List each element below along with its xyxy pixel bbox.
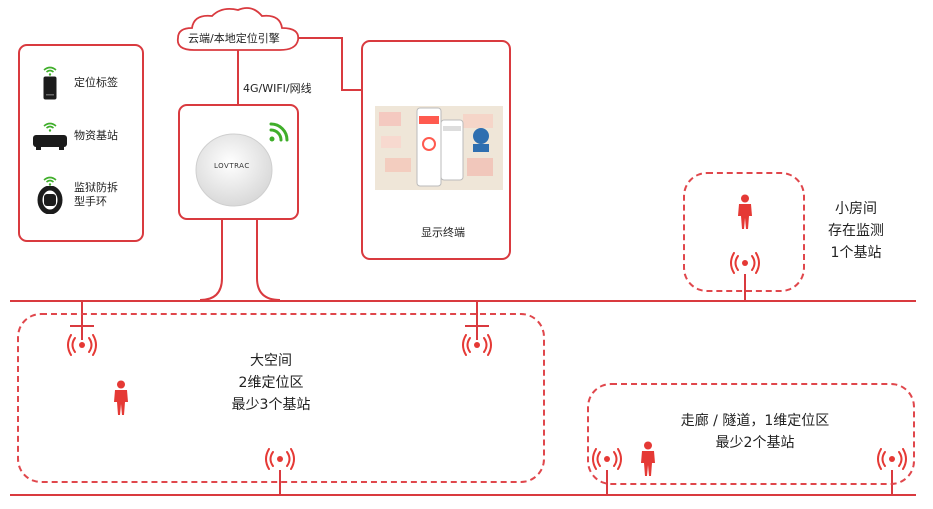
corridor-line2: 最少2个基站 xyxy=(715,435,795,451)
display-screenshot xyxy=(375,106,503,190)
zone-large-space xyxy=(17,313,545,483)
antenna-icon xyxy=(265,448,295,470)
locator-device-icon xyxy=(195,133,273,207)
wifi-icon xyxy=(43,66,57,76)
zone-corridor xyxy=(587,383,915,485)
person-icon xyxy=(641,441,655,476)
device-right-drop xyxy=(256,220,281,301)
zone-large-space-text: 大空间 2维定位区 最少3个基站 xyxy=(196,350,346,416)
legend-item-base-station: 物资基站 xyxy=(32,122,118,150)
location-tag-icon xyxy=(43,76,57,100)
device-brand: LOVTRAC xyxy=(214,162,250,170)
antenna-icon xyxy=(592,448,622,470)
corridor-line1: 走廊 / 隧道，1维定位区 xyxy=(680,413,830,429)
device-left-drop xyxy=(199,220,223,301)
antenna-icon xyxy=(730,252,760,274)
display-label: 显示终端 xyxy=(421,226,465,239)
large-space-line3: 最少3个基站 xyxy=(231,397,311,413)
wifi-signal-icon xyxy=(269,122,289,142)
cloud-label: 云端/本地定位引擎 xyxy=(188,32,280,45)
antenna-icon xyxy=(67,334,97,356)
zone-small-room xyxy=(683,172,805,292)
small-room-line2: 存在监测 xyxy=(828,223,884,239)
legend-label-wristband: 监狱防拆 型手环 xyxy=(74,181,118,208)
zone-small-room-text: 小房间 存在监测 1个基站 xyxy=(812,198,900,264)
legend-box: 定位标签 物资基站 监狱防拆 型手环 xyxy=(18,44,144,242)
person-icon xyxy=(114,380,128,415)
legend-item-wristband: 监狱防拆 型手环 xyxy=(32,176,118,214)
small-room-line1: 小房间 xyxy=(835,201,877,217)
legend-label-base-station: 物资基站 xyxy=(74,129,118,142)
antenna-icon xyxy=(462,334,492,356)
cloud-icon xyxy=(176,7,300,51)
network-label: 4G/WIFI/网线 xyxy=(243,82,312,95)
wifi-icon xyxy=(43,122,57,132)
antenna-icon xyxy=(877,448,907,470)
small-room-line3: 1个基站 xyxy=(830,245,882,261)
large-space-line1: 大空间 xyxy=(250,353,292,369)
legend-item-tag: 定位标签 xyxy=(32,66,118,100)
legend-label-tag: 定位标签 xyxy=(74,76,118,89)
asset-base-station-icon xyxy=(33,135,67,150)
person-icon xyxy=(738,194,752,229)
wifi-icon xyxy=(43,176,57,186)
locator-device-box: LOVTRAC xyxy=(178,104,299,220)
display-terminal-box: 显示终端 xyxy=(361,40,511,260)
wristband-icon xyxy=(37,186,63,214)
large-space-line2: 2维定位区 xyxy=(238,375,304,391)
zone-corridor-text: 走廊 / 隧道，1维定位区 最少2个基站 xyxy=(640,410,870,454)
